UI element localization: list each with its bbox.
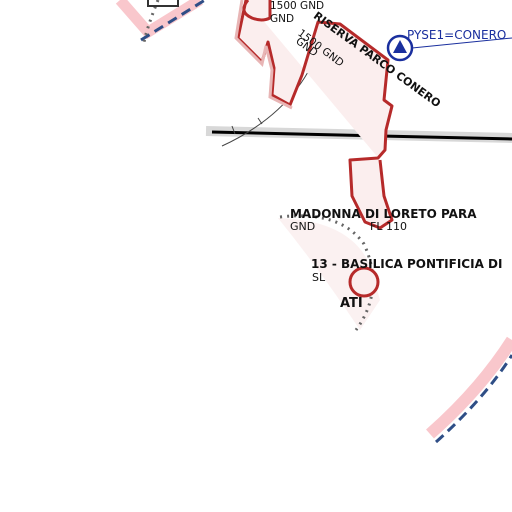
basilica-partial-name: ATI [340, 296, 363, 311]
basilica-lower-limit: SL [312, 271, 326, 284]
riserva-conero-area [236, 0, 394, 230]
basilica-area [348, 266, 380, 298]
reporting-point-leader [411, 37, 512, 49]
reporting-point-label: PYSE1=CONERO [407, 28, 507, 42]
madonna-name: MADONNA DI LORETO PARA [290, 207, 477, 221]
boundary-dash-bottom [434, 354, 512, 444]
reserve-limit-upper: 1500 GND [270, 0, 325, 12]
boundary-band-bottom [426, 336, 512, 439]
madonna-upper-limit: FL 110 [370, 220, 407, 233]
basilica-name: 13 - BASILICA PONTIFICIA DI [311, 257, 503, 271]
dotted-boundary-madonna [279, 214, 375, 331]
aerodrome-symbol [147, 0, 179, 7]
boundary-band-top [115, 0, 203, 40]
madonna-loreto-area [278, 218, 380, 330]
dotted-boundary-top [142, 0, 160, 43]
reserve-limit-lower: GND [270, 13, 295, 25]
riserva-conero-inner [234, 0, 293, 110]
madonna-lower-limit: GND [290, 220, 316, 233]
boundary-dash-top [140, 0, 206, 42]
reporting-point-icon [393, 40, 407, 53]
